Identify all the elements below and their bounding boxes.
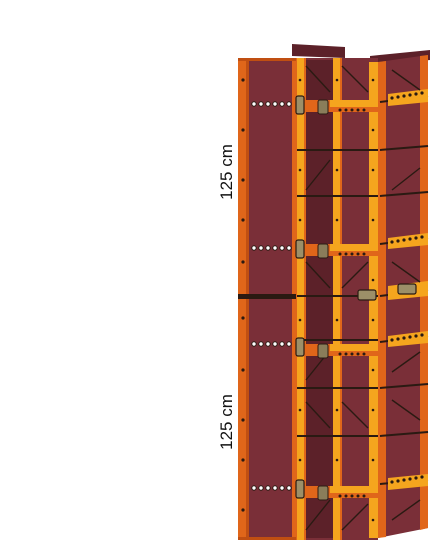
seam-clamp [295, 95, 417, 499]
wedge-clamp [317, 99, 329, 501]
front-left-panel [238, 58, 297, 540]
lower-dimension-label: 125 cm [217, 394, 236, 450]
upper-dimension-label: 125 cm [217, 144, 236, 200]
right-side-panel [378, 55, 429, 538]
center-panel [296, 58, 378, 540]
